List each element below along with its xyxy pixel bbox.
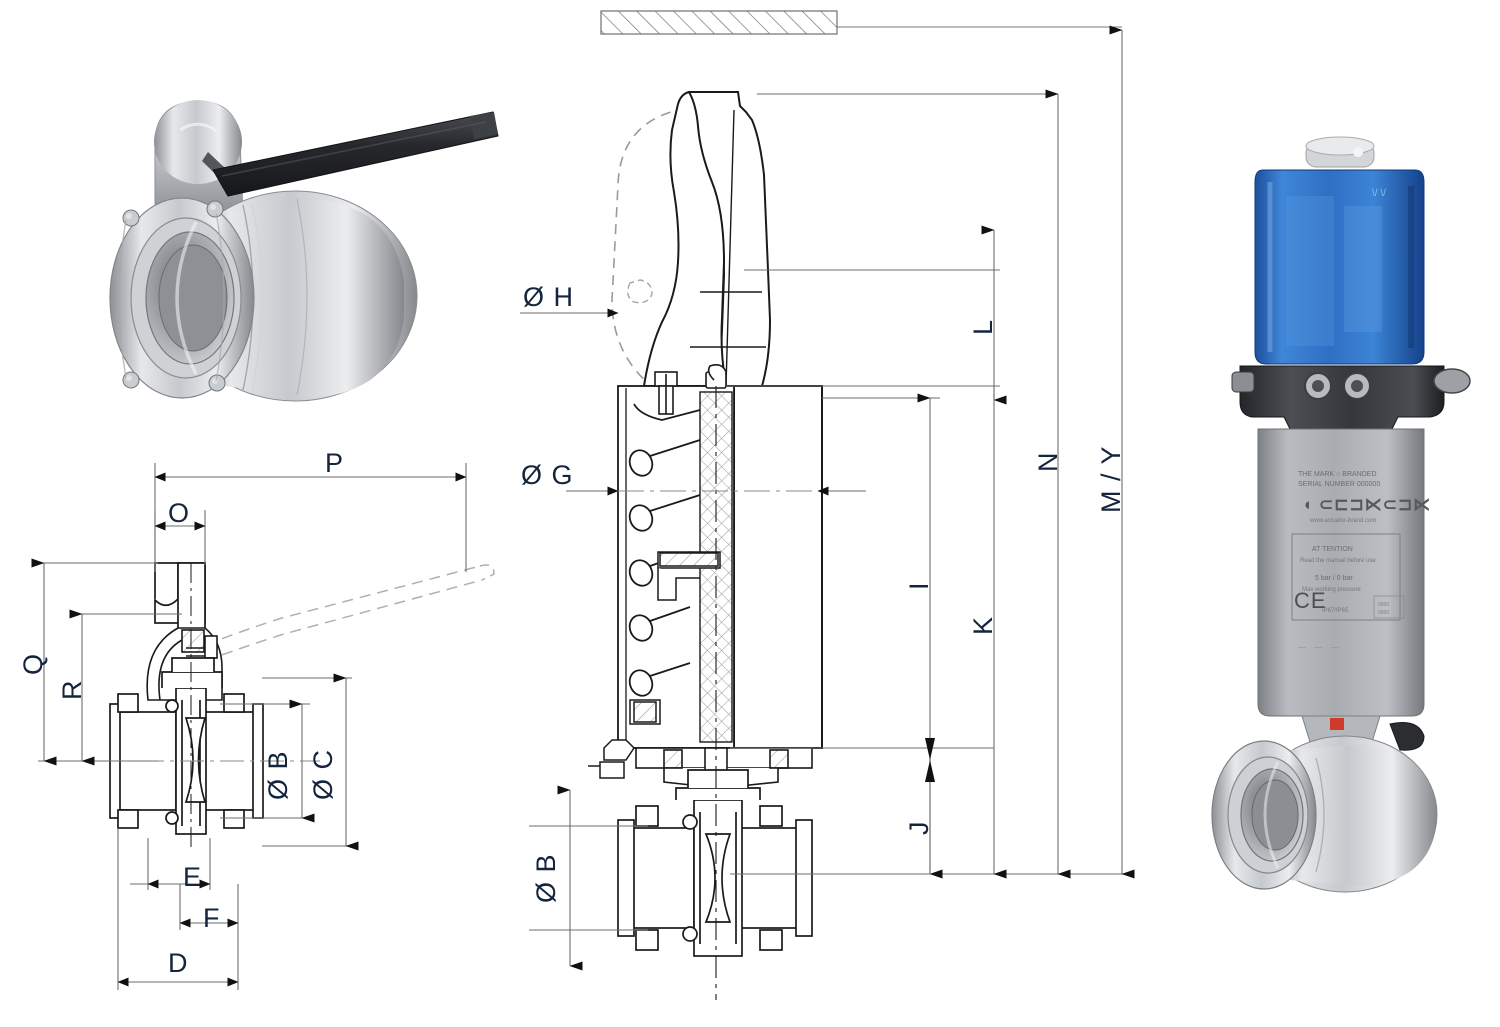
dimension-label-H: Ø H xyxy=(523,282,575,312)
dimension-label-E: E xyxy=(183,862,203,892)
dimension-label-B-front: Ø B xyxy=(531,853,561,903)
dimension-label-J: J xyxy=(904,820,934,836)
photo-actuated-butterfly-valve: \/ \/ THE MARK ○ BRANDED SERIAL NUMBER 0… xyxy=(1211,136,1471,893)
svg-text:AT TENTION: AT TENTION xyxy=(1312,546,1353,553)
dimension-label-K: K xyxy=(968,615,998,635)
svg-text:SERIAL NUMBER 000000: SERIAL NUMBER 000000 xyxy=(1298,481,1380,488)
svg-text:CE: CE xyxy=(1294,588,1327,613)
dimension-label-O: O xyxy=(168,498,191,528)
dimension-label-D: D xyxy=(168,948,189,978)
front-sectional-elevation xyxy=(588,90,823,1000)
dimension-label-I: I xyxy=(904,581,934,590)
svg-text:◖ ⊂⊏⊐⋉⊂⊐⋉: ◖ ⊂⊏⊐⋉⊂⊐⋉ xyxy=(1302,495,1431,514)
dimension-label-R: R xyxy=(57,679,87,701)
dimension-label-B-side: Ø B xyxy=(263,750,293,800)
dimension-label-C-side: Ø C xyxy=(308,748,338,800)
svg-text:IP67/IP65: IP67/IP65 xyxy=(1322,608,1349,614)
svg-text:5 bar / 0 bar: 5 bar / 0 bar xyxy=(1315,575,1353,582)
dimension-label-L: L xyxy=(968,318,998,335)
svg-text:www.actuator-brand.com: www.actuator-brand.com xyxy=(1309,518,1376,524)
dimension-label-G: Ø G xyxy=(521,460,574,490)
svg-text:0000: 0000 xyxy=(1378,610,1389,616)
photo-manual-butterfly-valve xyxy=(109,100,499,402)
svg-text:\/ \/: \/ \/ xyxy=(1372,188,1386,199)
dimension-label-Q: Q xyxy=(18,652,48,675)
dimension-lines-centre xyxy=(520,25,1135,971)
svg-text:0000: 0000 xyxy=(1378,602,1389,608)
dimension-label-P: P xyxy=(325,448,345,478)
dimension-label-F: F xyxy=(203,903,221,933)
svg-text:Read the manual before use: Read the manual before use xyxy=(1300,558,1376,564)
svg-text:Max working pressure: Max working pressure xyxy=(1302,587,1361,593)
dimension-lines-side xyxy=(31,463,467,990)
svg-text:— — —: — — — xyxy=(1298,643,1341,652)
side-sectional-view xyxy=(60,562,495,850)
mounting-surface-hatched-bar xyxy=(600,10,1122,35)
dimension-label-N: N xyxy=(1033,451,1063,473)
dimension-label-M-Y: M / Y xyxy=(1096,445,1126,513)
svg-text:THE MARK ○ BRANDED: THE MARK ○ BRANDED xyxy=(1298,471,1377,478)
